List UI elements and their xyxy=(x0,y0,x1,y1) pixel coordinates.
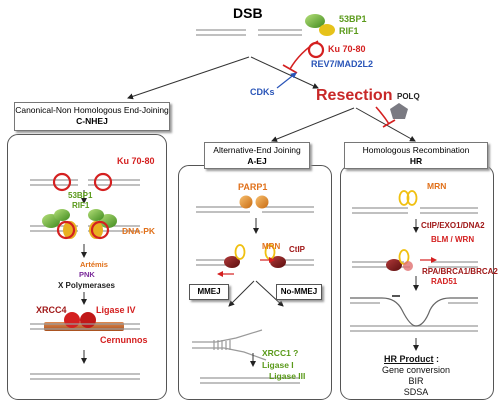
cnhej-53bp1-label: 53BP1 xyxy=(68,191,93,200)
hr-bir: BIR xyxy=(408,376,424,386)
hr-ctip-label: CtIP/EXO1/DNA2 xyxy=(421,221,485,230)
cnhej-ku-label: Ku 70-80 xyxy=(117,156,155,166)
cnhej-ku-ring-right xyxy=(93,172,113,192)
aej-dna-2 xyxy=(196,259,314,266)
hr-rpa-label: RPA/BRCA1/BRCA2 xyxy=(422,267,498,276)
top-rif1-label: RIF1 xyxy=(339,26,359,36)
hr-heading: Homologous Recombination HR xyxy=(344,142,488,169)
hr-abbr: HR xyxy=(409,156,423,166)
hr-mrn-rings xyxy=(398,190,418,206)
top-dsb-dna xyxy=(196,29,302,36)
aej-heading: Alternative-End Joining A-EJ xyxy=(204,142,310,169)
hr-rad51-label: RAD51 xyxy=(431,277,458,286)
hr-product-text: HR Product xyxy=(384,354,434,364)
cnhej-dna-1 xyxy=(30,179,140,186)
cnhej-ku-ring-3 xyxy=(56,220,76,240)
inhibit-polq xyxy=(375,106,396,128)
hr-mrn-label: MRN xyxy=(427,181,447,191)
aej-parp1-label: PARP1 xyxy=(238,182,268,192)
hr-product-title: HR Product : xyxy=(384,355,439,364)
cnhej-abbr: C-NHEJ xyxy=(76,116,108,126)
aej-abbr: A-EJ xyxy=(247,156,267,166)
aej-ligase1-label: Ligase I xyxy=(262,360,294,370)
top-rev7-label: REV7/MAD2L2 xyxy=(311,59,374,69)
hr-blm-label: BLM / WRN xyxy=(431,235,475,244)
aej-ctip-label: CtIP xyxy=(289,245,305,254)
cnhej-ku-ring-left xyxy=(52,172,72,192)
cnhej-dna-final xyxy=(30,373,140,380)
top-53bp1-label: 53BP1 xyxy=(339,14,367,24)
arrow-dsb-to-cnhej xyxy=(127,56,250,100)
arrow-dsb-to-resection xyxy=(250,56,319,89)
hr-gene-conversion: Gene conversion xyxy=(381,365,451,375)
cnhej-dnapk-label: DNA-PK xyxy=(122,226,156,236)
cdks-arrow xyxy=(276,72,297,89)
hr-sdsa: SDSA xyxy=(403,387,429,397)
hr-product-colon: : xyxy=(433,354,439,364)
cnhej-rif1-label: RIF1 xyxy=(72,201,90,210)
aej-dna-final xyxy=(200,377,300,384)
hr-dna-1 xyxy=(352,207,478,214)
cnhej-pnk-label: PNK xyxy=(79,270,95,279)
cnhej-heading-text: Canonical-Non Homologous End-Joining xyxy=(15,105,169,115)
cnhej-cernunnos-label: Cernunnos xyxy=(100,335,148,345)
cnhej-ku-ring-4 xyxy=(90,220,110,240)
aej-parp1-glyph xyxy=(239,195,269,209)
aej-nommej-box: No-MMEJ xyxy=(276,284,322,300)
aej-mmej-annealing xyxy=(192,329,267,361)
aej-ligase3-label: Ligase III xyxy=(269,371,306,381)
aej-heading-text: Alternative-End Joining xyxy=(213,145,301,155)
arrow-to-hr xyxy=(355,107,416,142)
top-ku-label: Ku 70-80 xyxy=(328,44,366,54)
cnhej-dna-3 xyxy=(30,323,140,330)
aej-arrow-nommej xyxy=(255,280,284,307)
cnhej-artemis-label: Artémis xyxy=(80,260,108,269)
dsb-title: DSB xyxy=(233,5,263,21)
top-53bp1-rif1-glyph xyxy=(305,14,335,36)
cnhej-xrcc4-label: XRCC4 xyxy=(36,305,67,315)
cnhej-ligase4-label: Ligase IV xyxy=(96,305,136,315)
aej-arrow-mmej xyxy=(228,280,255,307)
cnhej-panel xyxy=(7,134,167,400)
cnhej-xpol-label: X Polymerases xyxy=(58,281,115,290)
inhibit-ku-53bp1 xyxy=(282,40,319,74)
top-polq-label: POLQ xyxy=(397,92,420,101)
hr-heading-text: Homologous Recombination xyxy=(362,145,470,155)
hr-resection-complex xyxy=(386,249,413,271)
arrow-to-aej xyxy=(271,107,355,142)
top-cdks-label: CDKs xyxy=(250,87,275,97)
aej-mmej-box: MMEJ xyxy=(189,284,229,300)
hr-dloop xyxy=(350,295,478,332)
aej-panel xyxy=(178,165,332,400)
aej-xrcc1-label: XRCC1 ? xyxy=(262,348,299,358)
cnhej-heading: Canonical-Non Homologous End-Joining C-N… xyxy=(14,102,170,131)
top-resection-label: Resection xyxy=(316,87,393,104)
hr-panel xyxy=(340,165,494,400)
aej-dna-1 xyxy=(196,206,314,213)
aej-mrn-label: MRN xyxy=(262,242,281,251)
polq-pentagon xyxy=(390,103,408,119)
